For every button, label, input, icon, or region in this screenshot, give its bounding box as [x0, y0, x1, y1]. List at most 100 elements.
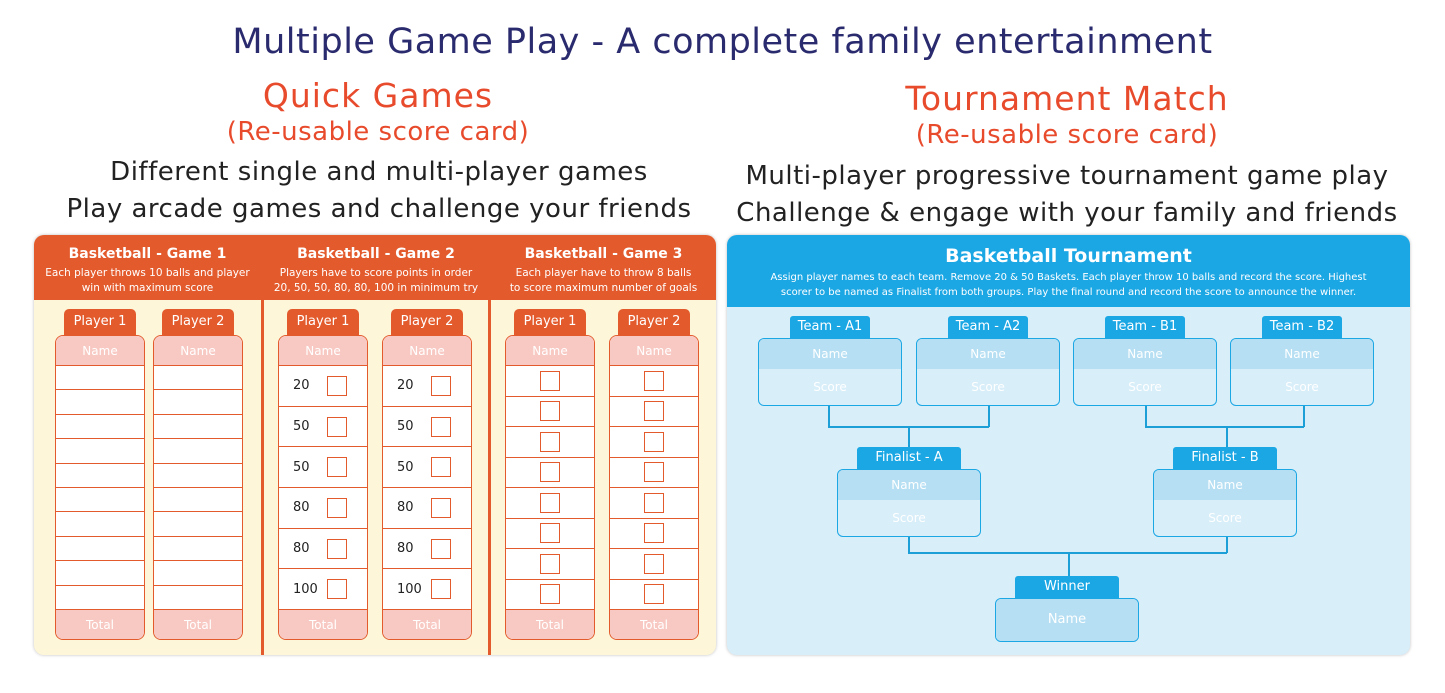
score-row[interactable] [154, 537, 242, 562]
checkbox[interactable] [540, 462, 560, 483]
checkbox[interactable] [431, 416, 451, 437]
game-2-desc-2: 20, 50, 50, 80, 80, 100 in minimum try [273, 282, 479, 294]
score-field[interactable]: Score [1208, 511, 1242, 525]
checkbox[interactable] [644, 553, 664, 574]
finalist-a-label: Finalist - A [857, 447, 961, 469]
score-box: Name Total [505, 335, 595, 640]
score-row[interactable] [154, 512, 242, 537]
game-2-player-2: Player 2 Name 20 50 50 80 80 100 Total [382, 309, 472, 640]
name-field[interactable]: Name [383, 336, 471, 366]
score-row[interactable] [56, 537, 144, 562]
score-row[interactable] [56, 464, 144, 489]
checkbox[interactable] [431, 457, 451, 478]
total-field[interactable]: Total [56, 609, 144, 639]
name-field[interactable]: Name [996, 599, 1138, 641]
target-row: 50 [279, 407, 367, 448]
goal-row [506, 427, 594, 458]
checkbox[interactable] [644, 584, 664, 605]
quick-games-desc-1: Different single and multi-player games [110, 157, 648, 187]
score-row[interactable] [154, 561, 242, 586]
quick-games-desc-2: Play arcade games and challenge your fri… [66, 194, 692, 224]
checkbox[interactable] [327, 416, 347, 437]
score-field[interactable]: Score [971, 380, 1005, 394]
total-field[interactable]: Total [610, 609, 698, 639]
total-field[interactable]: Total [383, 609, 471, 639]
score-row[interactable] [56, 488, 144, 513]
checkbox[interactable] [540, 401, 560, 422]
score-row[interactable] [154, 464, 242, 489]
score-row[interactable] [154, 390, 242, 415]
target-value: 80 [293, 541, 310, 557]
score-field[interactable]: Score [892, 511, 926, 525]
total-field[interactable]: Total [154, 609, 242, 639]
score-field[interactable]: Score [813, 380, 847, 394]
name-field[interactable]: Name [1154, 470, 1296, 500]
total-field[interactable]: Total [506, 609, 594, 639]
checkbox[interactable] [644, 462, 664, 483]
score-row[interactable] [154, 366, 242, 391]
checkbox[interactable] [644, 492, 664, 513]
score-row[interactable] [56, 439, 144, 464]
goal-row [506, 549, 594, 580]
score-row[interactable] [154, 415, 242, 440]
score-box: Name Total [609, 335, 699, 640]
name-field[interactable]: Name [759, 339, 901, 369]
score-row[interactable] [154, 488, 242, 513]
game-1-desc-2: win with maximum score [81, 282, 214, 294]
name-field[interactable]: Name [506, 336, 594, 366]
total-field[interactable]: Total [279, 609, 367, 639]
checkbox[interactable] [327, 497, 347, 518]
checkbox[interactable] [431, 497, 451, 518]
score-field[interactable]: Score [1128, 380, 1162, 394]
checkbox[interactable] [540, 431, 560, 452]
checkbox[interactable] [431, 375, 451, 396]
name-field[interactable]: Name [154, 336, 242, 366]
player-1-tab: Player 1 [287, 309, 359, 335]
name-field[interactable]: Name [917, 339, 1059, 369]
game-1-column: Basketball - Game 1 Each player throws 1… [34, 235, 261, 655]
checkbox[interactable] [540, 370, 560, 391]
target-value: 80 [293, 500, 310, 516]
score-row[interactable] [56, 512, 144, 537]
checkbox[interactable] [431, 538, 451, 559]
checkbox[interactable] [327, 538, 347, 559]
name-field[interactable]: Name [610, 336, 698, 366]
name-field[interactable]: Name [56, 336, 144, 366]
goal-row [610, 397, 698, 427]
tournament-card-desc-1: Assign player names to each team. Remove… [770, 272, 1367, 283]
goal-row [506, 458, 594, 488]
checkbox[interactable] [644, 401, 664, 422]
name-field[interactable]: Name [838, 470, 980, 500]
name-field[interactable]: Name [1231, 339, 1373, 369]
bracket-line [908, 426, 910, 448]
bracket-line [1068, 552, 1070, 577]
bracket-line [1145, 405, 1147, 427]
score-field[interactable]: Score [1285, 380, 1319, 394]
score-row[interactable] [154, 586, 242, 609]
checkbox[interactable] [327, 375, 347, 396]
score-row[interactable] [154, 439, 242, 464]
score-row[interactable] [56, 561, 144, 586]
checkbox[interactable] [540, 492, 560, 513]
checkbox[interactable] [327, 579, 347, 600]
score-row[interactable] [56, 366, 144, 391]
checkbox[interactable] [431, 579, 451, 600]
checkbox[interactable] [644, 523, 664, 544]
checkbox[interactable] [540, 584, 560, 605]
player-2-tab: Player 2 [391, 309, 463, 335]
checkbox[interactable] [644, 370, 664, 391]
game-3-desc-1: Each player have to throw 8 balls [515, 267, 692, 279]
goal-row [610, 549, 698, 580]
checkbox[interactable] [540, 523, 560, 544]
score-row[interactable] [56, 390, 144, 415]
score-row[interactable] [56, 586, 144, 609]
target-row: 100 [279, 569, 367, 609]
checkbox[interactable] [327, 457, 347, 478]
goal-row [506, 488, 594, 519]
checkbox[interactable] [540, 553, 560, 574]
name-field[interactable]: Name [1074, 339, 1216, 369]
checkbox[interactable] [644, 431, 664, 452]
name-field[interactable]: Name [279, 336, 367, 366]
game-2-desc-1: Players have to score points in order [279, 267, 473, 279]
score-row[interactable] [56, 415, 144, 440]
